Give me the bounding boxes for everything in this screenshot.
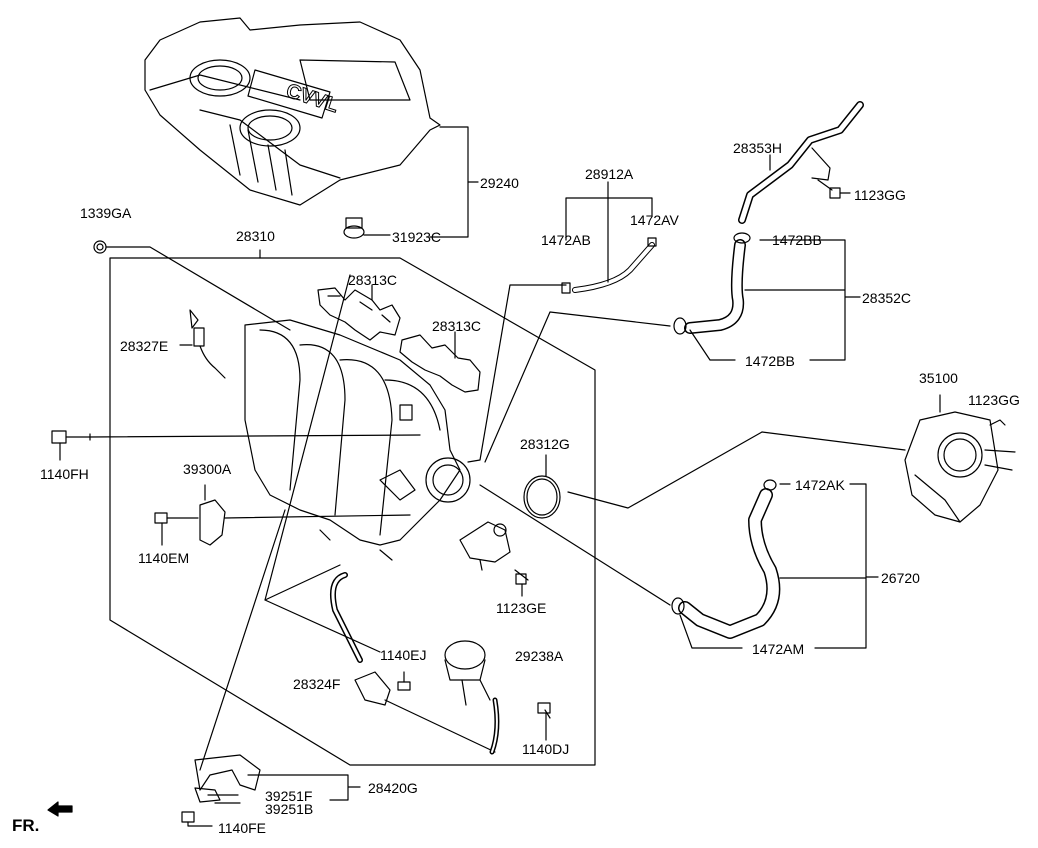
label-1123gg-b: 1123GG	[968, 392, 1020, 408]
leader-28324f	[264, 274, 381, 653]
valve-28327e	[179, 309, 226, 379]
label-1140ej: 1140EJ	[380, 647, 427, 663]
bolt-1140em	[154, 512, 199, 546]
vacuum-hose	[330, 572, 500, 755]
leader-35100	[761, 431, 906, 451]
label-1472am: 1472AM	[752, 641, 805, 657]
gasket-lower	[399, 334, 481, 393]
label-1472ab: 1472AB	[541, 232, 591, 248]
label-28353h: 28353H	[733, 140, 783, 156]
label-26720: 26720	[881, 570, 920, 586]
label-1123ge: 1123GE	[496, 600, 547, 616]
pipe-28353h	[738, 101, 864, 224]
label-1140fe: 1140FE	[218, 820, 266, 836]
front-label: FR.	[12, 816, 40, 835]
throttle-body-35100	[904, 394, 1016, 523]
front-arrow-icon	[47, 801, 73, 817]
label-1140dj: 1140DJ	[522, 741, 570, 757]
sensor-39300a	[199, 484, 411, 546]
intake-manifold	[244, 319, 471, 561]
label-1140fh: 1140FH	[40, 466, 89, 482]
hose-26720	[671, 479, 879, 649]
label-28313c-a: 28313C	[348, 272, 398, 288]
gasket-upper	[317, 287, 401, 341]
label-35100: 35100	[919, 370, 958, 386]
label-28352c: 28352C	[862, 290, 912, 306]
label-28420g: 28420G	[368, 780, 418, 796]
leader-29240	[429, 126, 469, 238]
label-39251b: 39251B	[265, 801, 314, 817]
label-1472av: 1472AV	[630, 212, 679, 228]
label-39251f: 39251F	[265, 788, 313, 804]
label-1472bb-a: 1472BB	[772, 232, 822, 248]
label-1140em: 1140EM	[138, 550, 190, 566]
bolt-1123gg-top	[817, 179, 851, 199]
leader-28312g	[567, 431, 763, 509]
bolt-1140fh	[51, 430, 421, 461]
actuator-1123ge	[459, 521, 529, 597]
label-28313c-b: 28313C	[432, 318, 482, 334]
hose-28912a	[561, 181, 657, 294]
label-1123gg-a: 1123GG	[854, 187, 906, 203]
label-1339ga: 1339GA	[80, 205, 132, 221]
leader-28352c	[484, 311, 671, 463]
label-28310: 28310	[236, 228, 275, 244]
label-1472bb-b: 1472BB	[745, 353, 795, 369]
label-29240: 29240	[480, 175, 519, 191]
leader-28912a	[467, 284, 567, 463]
actuator-29238a	[444, 640, 551, 741]
engine-cover	[144, 17, 441, 206]
hose-28352c	[673, 232, 861, 361]
label-28312g: 28312G	[520, 436, 570, 452]
bracket-28420g	[181, 754, 361, 827]
cover-logo-text: CVVL	[283, 80, 341, 117]
label-31923c: 31923C	[392, 229, 442, 245]
label-39300a: 39300A	[183, 461, 232, 477]
assembly-frame	[109, 257, 596, 766]
grommet-31923c	[343, 217, 391, 239]
label-28324f: 28324F	[293, 676, 341, 692]
label-1472ak: 1472AK	[795, 477, 845, 493]
label-29238a: 29238A	[515, 648, 564, 664]
leader-28420g	[199, 509, 286, 771]
leader-26720	[479, 484, 671, 606]
label-28327e: 28327E	[120, 338, 169, 354]
label-28912a: 28912A	[585, 166, 634, 182]
gasket-28312g	[523, 454, 561, 519]
nut-1339ga	[93, 240, 291, 331]
